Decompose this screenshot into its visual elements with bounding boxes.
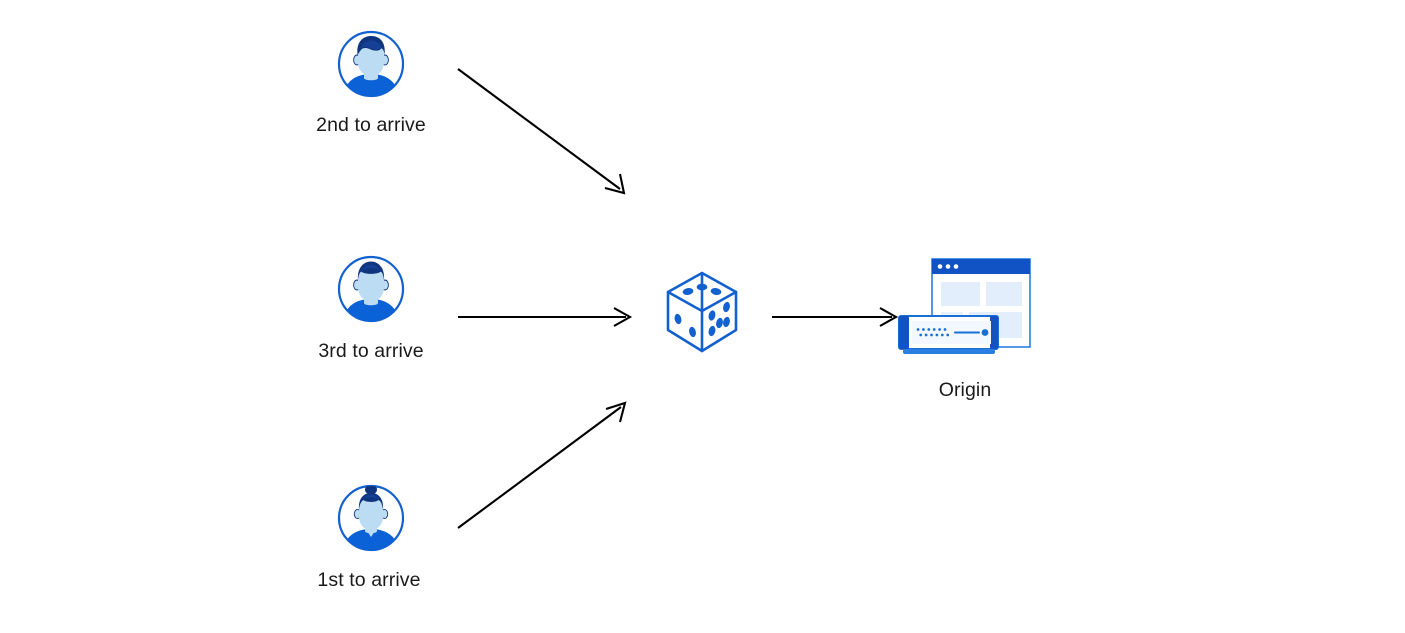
client-avatar-1st[interactable] [336,483,406,553]
client-label-2nd: 2nd to arrive [316,114,426,136]
client-label-1st: 1st to arrive [317,569,421,591]
server-appliance-icon [898,315,999,354]
arrow-1st-to-dice [457,401,627,529]
client-avatar-3rd[interactable] [336,254,406,324]
avatar-male-short-icon [337,255,405,323]
origin-label: Origin [938,379,992,401]
dice-icon [666,271,738,353]
arrow-3rd-to-dice [458,307,633,327]
client-label-3rd: 3rd to arrive [318,340,424,362]
client-avatar-2nd[interactable] [336,29,406,99]
arrow-dice-to-origin [772,307,899,327]
origin-server[interactable] [894,255,1034,365]
avatar-male-wavy-icon [337,30,405,98]
origin-server-icon [898,258,1031,354]
randomizer-dice[interactable] [664,270,740,354]
avatar-female-bun-icon [337,484,405,552]
